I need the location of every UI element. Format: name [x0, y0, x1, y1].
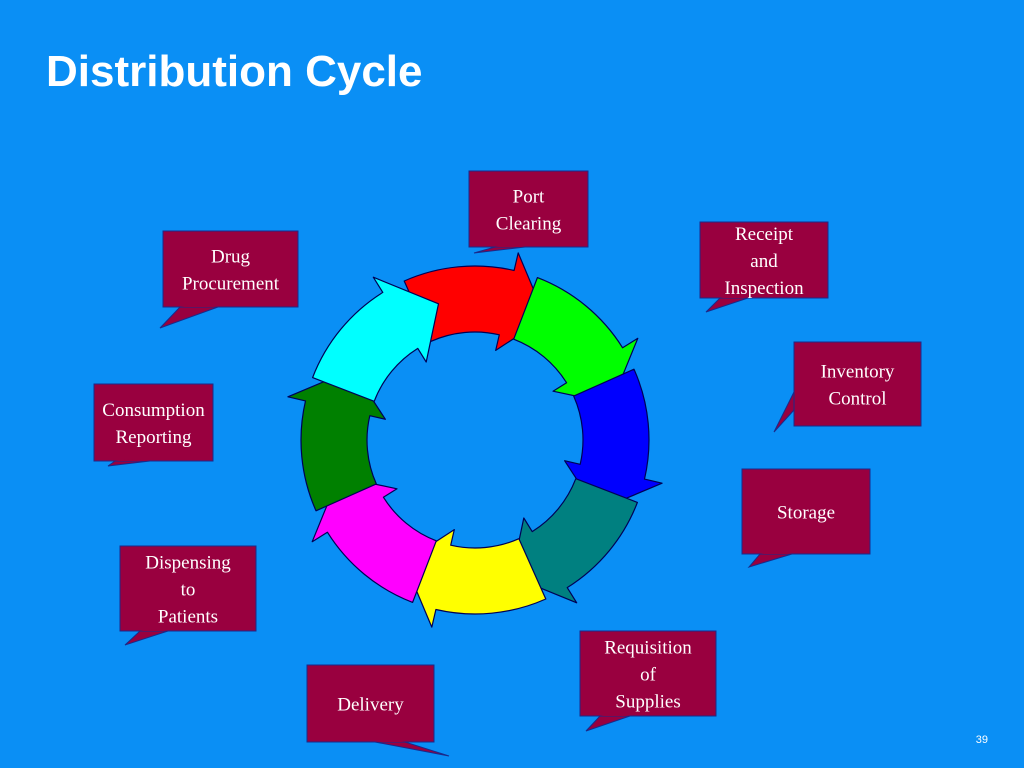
callout-label: Requisition	[604, 638, 692, 659]
callout-label: Receipt	[735, 224, 794, 245]
cycle-arrow-6	[311, 475, 437, 603]
cycle-arrow-8	[312, 276, 440, 402]
callout-label: Control	[828, 389, 886, 410]
callout-box	[741, 468, 871, 555]
callout-box	[579, 630, 717, 717]
callout-pointer	[773, 391, 795, 433]
callout-seam	[115, 459, 150, 461]
cycle-arrow-7	[287, 368, 386, 512]
callout-pointer	[705, 297, 749, 313]
slide-title: Distribution Cycle	[46, 47, 423, 96]
cycle-arrow-5	[403, 529, 547, 628]
callout-label: Consumption	[102, 400, 205, 421]
callout-seam	[495, 245, 525, 247]
callout-pointer	[124, 630, 169, 646]
callout-seam	[760, 552, 792, 554]
callout-seam	[375, 740, 405, 742]
callout-label: Drug	[211, 247, 251, 268]
callout-box	[306, 664, 435, 743]
callout-box	[93, 383, 214, 462]
callout-box	[119, 545, 257, 632]
callout-box	[468, 170, 589, 248]
cycle-arrow-3	[564, 368, 663, 512]
page-number: 39	[975, 734, 988, 746]
callout-seam	[720, 296, 748, 298]
cycle-arrow-2	[513, 277, 639, 405]
callout-label: of	[640, 665, 657, 686]
callout-seam	[180, 305, 218, 307]
callout-label: Patients	[158, 607, 218, 628]
callout-label: Port	[513, 187, 545, 208]
callout-pointer	[473, 246, 526, 254]
callout-delivery: Delivery	[306, 664, 450, 757]
callout-box	[699, 221, 829, 299]
callout-pointer	[159, 306, 219, 329]
callout-label: Reporting	[116, 427, 192, 448]
callout-label: Procurement	[182, 274, 280, 295]
callout-box	[162, 230, 299, 308]
cycle-arrow-4	[510, 478, 638, 604]
callout-label: Clearing	[496, 214, 562, 235]
callout-label: and	[750, 251, 778, 272]
callout-label: Inventory	[821, 362, 895, 383]
cycle-arrow-1	[403, 252, 547, 351]
callout-pointer	[374, 741, 450, 757]
callout-seam	[600, 714, 630, 716]
callout-label: Delivery	[337, 695, 404, 716]
callout-pointer	[585, 715, 631, 732]
callout-label: Supplies	[615, 692, 680, 713]
callout-pointer	[107, 460, 151, 467]
callout-label: Dispensing	[145, 553, 231, 574]
callout-storage: Storage	[741, 468, 871, 568]
callout-label: Inspection	[724, 278, 804, 299]
callout-box	[793, 341, 922, 427]
callout-label: to	[181, 580, 196, 601]
callout-seam	[140, 629, 168, 631]
callout-label: Storage	[777, 503, 835, 524]
cycle-ring	[287, 252, 663, 628]
callout-pointer	[747, 553, 793, 568]
